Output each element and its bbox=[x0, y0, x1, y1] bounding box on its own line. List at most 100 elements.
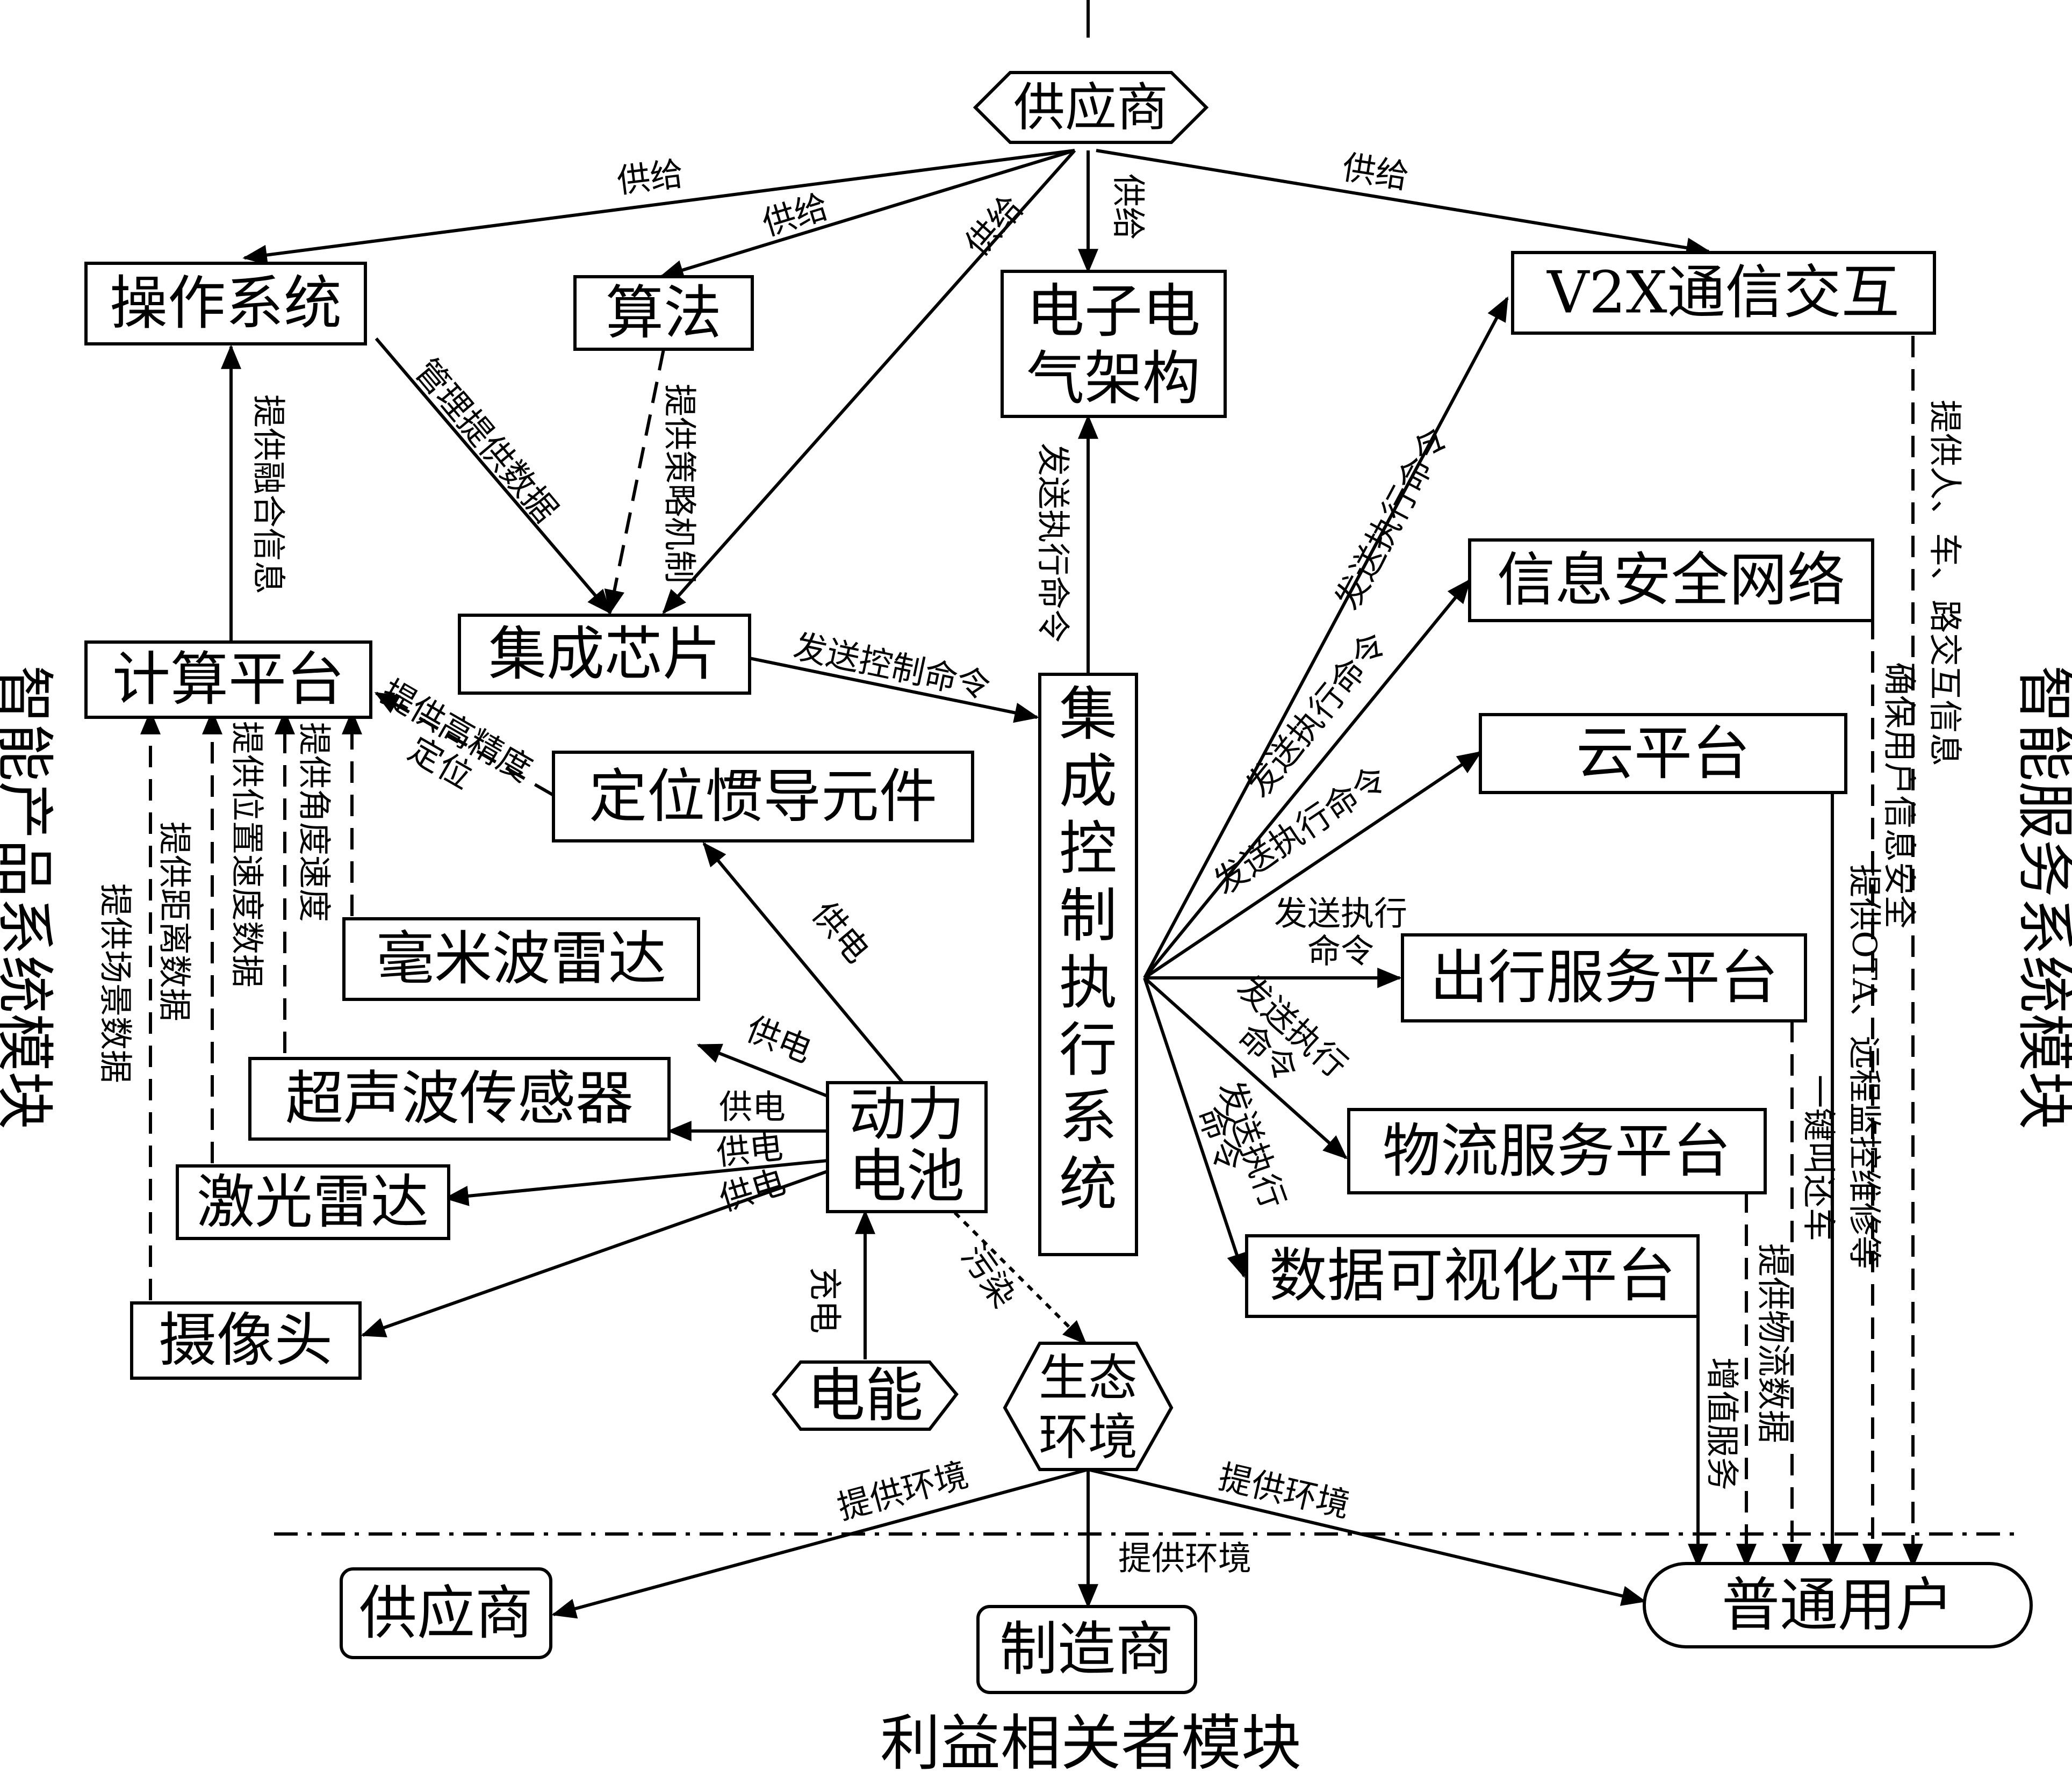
manufacturer-box bbox=[976, 1605, 1197, 1694]
battery-box bbox=[826, 1081, 988, 1213]
edge-ctrl-dataviz bbox=[1143, 977, 1247, 1278]
controller-char-2: 成 bbox=[1059, 748, 1117, 816]
manufacturer-label: 制造商 bbox=[999, 1616, 1174, 1683]
label-supply-chip: 供给 bbox=[958, 188, 1031, 263]
ins-box bbox=[552, 751, 974, 842]
label-supply-ee: 供给 bbox=[1109, 174, 1148, 240]
label-batt-mm: 供电 bbox=[741, 1009, 817, 1070]
label-eco-manu: 提供环境 bbox=[1118, 1539, 1251, 1578]
mmwave-box bbox=[342, 917, 700, 1001]
supplier-top-shape bbox=[973, 71, 1209, 144]
edge-batt-ins bbox=[702, 842, 904, 1084]
compute-box bbox=[84, 640, 372, 719]
label-chip-ctrl: 发送控制命令 bbox=[790, 626, 994, 707]
label-ctrl-v2x: 发送执行命令 bbox=[1327, 421, 1456, 616]
eco-shape bbox=[1003, 1342, 1174, 1471]
controller-char-5: 执 bbox=[1059, 950, 1117, 1017]
chip-box bbox=[458, 614, 751, 695]
ins-label: 定位惯导元件 bbox=[589, 764, 937, 831]
label-camera-compute: 提供场景数据 bbox=[96, 883, 135, 1083]
edge-supply-algo bbox=[659, 149, 1075, 280]
edge-supply-chip bbox=[662, 149, 1076, 614]
edge-os-chip bbox=[375, 337, 611, 614]
eco-label-1: 生态 bbox=[1039, 1350, 1138, 1407]
ee-arch-label-1: 电子电 bbox=[1026, 278, 1200, 345]
battery-label-2: 电池 bbox=[848, 1143, 965, 1211]
label-sec-user: 确保用户信息安全 bbox=[1880, 662, 1919, 928]
travel-label: 出行服务平台 bbox=[1430, 945, 1778, 1012]
edge-batt-mm bbox=[696, 1043, 829, 1098]
dataviz-label: 数据可视化平台 bbox=[1269, 1243, 1675, 1310]
supplier-bottom-label: 供应商 bbox=[359, 1580, 533, 1647]
label-travel-user: 一键叫还车 bbox=[1800, 1075, 1839, 1241]
camera-box bbox=[130, 1301, 362, 1380]
label-lidar-compute: 提供距离数据 bbox=[155, 822, 195, 1021]
label-batt-ultra: 供电 bbox=[719, 1087, 786, 1127]
lidar-box bbox=[176, 1164, 450, 1240]
user-box bbox=[1643, 1562, 2033, 1648]
power-label: 电能 bbox=[807, 1363, 923, 1430]
label-supply-algo: 供给 bbox=[758, 186, 833, 243]
edge-supply-v2x bbox=[1096, 149, 1711, 258]
battery-label-1: 动力 bbox=[848, 1082, 965, 1149]
controller-char-3: 控 bbox=[1059, 816, 1117, 883]
os-label: 操作系统 bbox=[110, 270, 342, 337]
eco-label-2: 环境 bbox=[1039, 1409, 1138, 1466]
label-supply-v2x: 供给 bbox=[1340, 147, 1412, 197]
controller-box bbox=[1038, 673, 1138, 1256]
label-mmwave-compute: 提供角度速度 bbox=[295, 722, 334, 922]
algorithm-label: 算法 bbox=[606, 280, 722, 347]
bottom-module-label: 利益相关者模块 bbox=[880, 1709, 1301, 1778]
compute-label: 计算平台 bbox=[112, 646, 344, 714]
ultrasonic-label: 超声波传感器 bbox=[285, 1065, 634, 1133]
label-batt-eco: 污染 bbox=[954, 1237, 1024, 1314]
edge-supply-os bbox=[242, 149, 1075, 265]
mmwave-label: 毫米波雷达 bbox=[376, 926, 666, 993]
controller-char-6: 行 bbox=[1059, 1017, 1117, 1084]
info-sec-label: 信息安全网络 bbox=[1497, 547, 1845, 614]
label-dataviz-user: 增值服务 bbox=[1703, 1357, 1742, 1490]
logistics-label: 物流服务平台 bbox=[1383, 1118, 1731, 1185]
label-batt-ins: 供电 bbox=[804, 894, 877, 970]
controller-char-1: 集 bbox=[1059, 681, 1117, 748]
controller-char-7: 系 bbox=[1059, 1084, 1117, 1151]
edge-batt-cam bbox=[361, 1170, 828, 1338]
label-power-batt: 充电 bbox=[805, 1267, 845, 1334]
dataviz-box bbox=[1245, 1234, 1700, 1318]
edge-batt-lidar bbox=[444, 1159, 828, 1206]
supplier-top-label: 供应商 bbox=[1013, 77, 1168, 138]
os-box bbox=[84, 262, 367, 345]
camera-label: 摄像头 bbox=[159, 1307, 333, 1374]
label-compute-os: 提供融合信息 bbox=[249, 394, 289, 594]
label-ctrl-ee: 发送执行命令 bbox=[1034, 443, 1073, 643]
label-os-chip: 管理提供数据 bbox=[407, 351, 565, 530]
label-ctrl-travel-2: 命令 bbox=[1307, 932, 1374, 971]
controller-char-8: 统 bbox=[1059, 1151, 1117, 1219]
left-module-label: 智能产品系统模块 bbox=[0, 665, 58, 1129]
edge-chip-ctrl bbox=[749, 657, 1039, 723]
user-label: 普通用户 bbox=[1722, 1572, 1954, 1639]
edge-eco-user bbox=[1088, 1468, 1646, 1606]
edge-algo-chip bbox=[604, 349, 665, 615]
algorithm-box bbox=[573, 275, 754, 351]
controller-char-4: 制 bbox=[1059, 883, 1117, 950]
label-supply-os: 供给 bbox=[615, 154, 686, 201]
v2x-box bbox=[1511, 251, 1936, 335]
label-eco-supplier: 提供环境 bbox=[833, 1455, 972, 1528]
edge-ctrl-sec bbox=[1143, 579, 1471, 979]
label-ultra-compute: 提供位置速度数据 bbox=[228, 721, 267, 988]
ultrasonic-box bbox=[248, 1057, 671, 1141]
edge-ctrl-cloud bbox=[1143, 751, 1483, 979]
chip-label: 集成芯片 bbox=[488, 621, 721, 688]
cloud-box bbox=[1479, 713, 1847, 794]
label-batt-lidar: 供电 bbox=[715, 1127, 785, 1173]
label-ctrl-travel-1: 发送执行 bbox=[1274, 894, 1407, 933]
logistics-box bbox=[1347, 1108, 1767, 1194]
travel-box bbox=[1401, 933, 1807, 1022]
ee-arch-box bbox=[1001, 270, 1227, 418]
right-module-label: 智能服务系统模块 bbox=[2011, 665, 2072, 1129]
supplier-bottom-box bbox=[340, 1567, 552, 1659]
label-algo-chip: 提供策略机制 bbox=[660, 384, 700, 584]
label-logi-user: 提供物流数据 bbox=[1754, 1243, 1793, 1443]
